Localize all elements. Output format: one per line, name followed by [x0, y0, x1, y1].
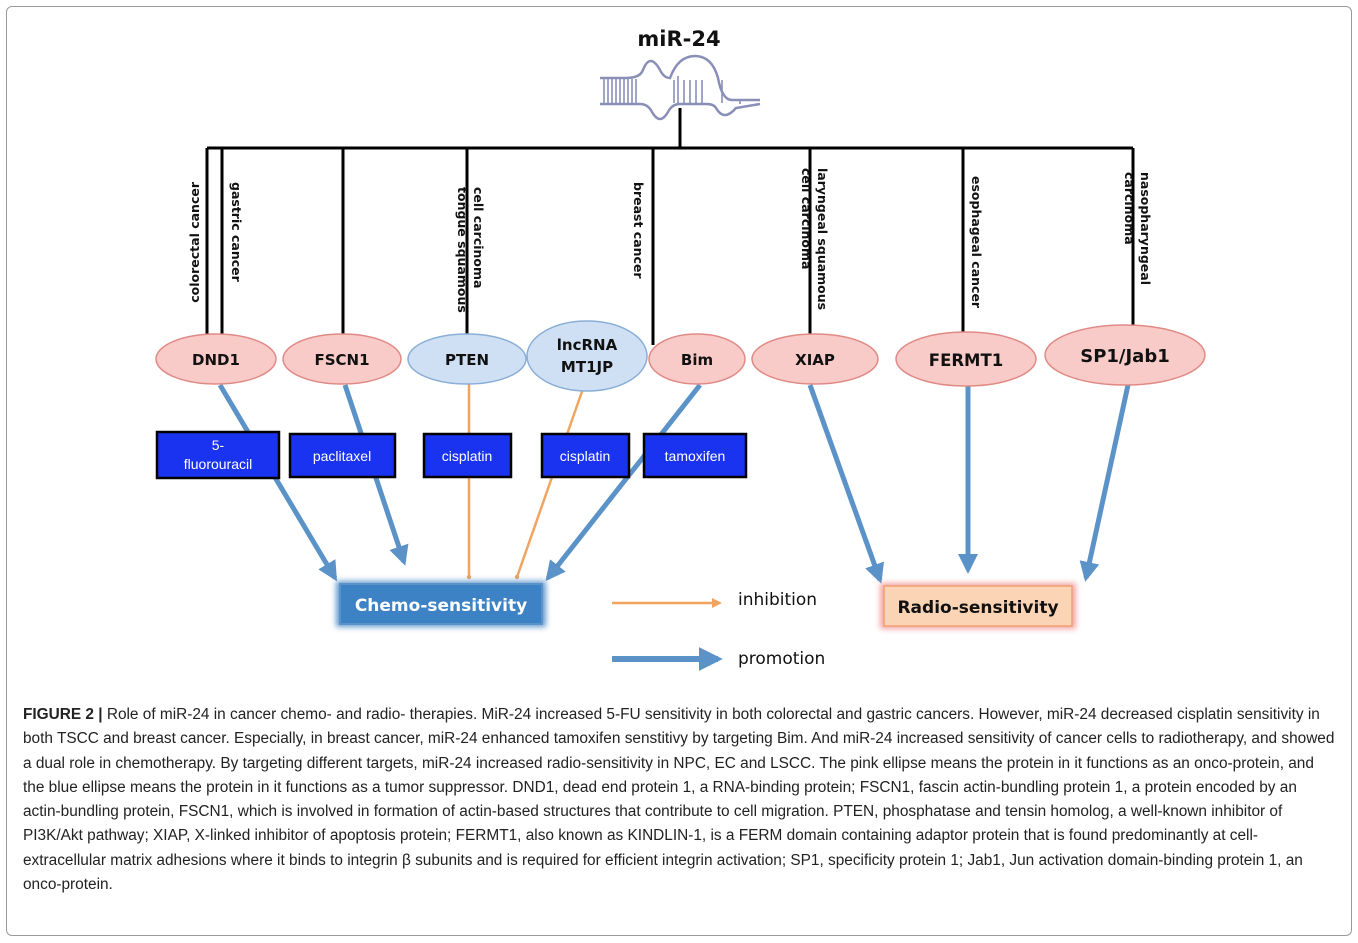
legend-promotion-label: promotion — [738, 649, 825, 669]
figure-caption: FIGURE 2 | Role of miR-24 in cancer chem… — [23, 703, 1335, 897]
inhibit-lncrna-chemo — [514, 382, 587, 580]
arrow-xiap-radio — [807, 384, 885, 584]
target-dnd1-label: DND1 — [192, 351, 240, 369]
cancer-label-naso-line1: nasopharyngeal — [1138, 172, 1153, 285]
drug-cisplatin-b-label: cisplatin — [560, 448, 611, 464]
mirna-hairpin-icon — [600, 54, 761, 121]
target-fscn1: FSCN1 — [282, 333, 402, 385]
drug-cisplatin-b: cisplatin — [540, 432, 631, 479]
diagram: miR-24 colorectal cancer gastric — [155, 27, 1206, 671]
target-lncrna-label-line2: MT1JP — [561, 358, 613, 376]
drug-paclitaxel: paclitaxel — [288, 432, 397, 479]
cancer-label-naso-line2: carcinoma — [1122, 172, 1137, 245]
target-bim: Bim — [648, 333, 746, 385]
inhibition-lines — [466, 382, 587, 580]
figure-caption-text: Role of miR-24 in cancer chemo- and radi… — [23, 706, 1335, 894]
figure-caption-label: FIGURE 2 | — [23, 706, 103, 723]
cancer-label-laryngeal-line2: cell carcinoma — [799, 168, 814, 269]
promotion-arrows — [217, 383, 1131, 584]
arrow-dnd1-chemo — [217, 383, 338, 582]
target-bim-label: Bim — [681, 351, 713, 369]
target-pten: PTEN — [407, 333, 527, 385]
outcome-chemo-label: Chemo-sensitivity — [355, 596, 527, 616]
target-dnd1: DND1 — [155, 333, 277, 385]
tree-connectors — [205, 108, 1135, 345]
arrow-sp1jab1-radio — [1079, 384, 1131, 582]
cancer-label-tongue-line2: cell carcinoma — [471, 187, 486, 288]
target-sp1jab1-label: SP1/Jab1 — [1080, 346, 1170, 367]
drug-5-fluorouracil: 5- fluorouracil — [155, 430, 281, 480]
target-sp1jab1: SP1/Jab1 — [1044, 324, 1206, 386]
target-lncrna-mt1jp: lncRNA MT1JP — [526, 320, 648, 392]
target-xiap-label: XIAP — [795, 351, 835, 369]
title-mir24: miR-24 — [637, 27, 720, 51]
figure-frame — [6, 6, 1352, 936]
target-pten-label: PTEN — [445, 351, 489, 369]
cancer-label-tongue-line1: tongue squamous — [455, 187, 470, 313]
cancer-label-esophageal: esophageal cancer — [969, 176, 984, 309]
cancer-label-gastric: gastric cancer — [229, 182, 244, 283]
outcome-chemo-sensitivity: Chemo-sensitivity — [336, 581, 546, 627]
arrow-bim-chemo — [545, 383, 702, 582]
drug-5fu-line1: 5- — [212, 437, 225, 453]
drug-5fu-line2: fluorouracil — [184, 456, 252, 472]
outcome-radio-sensitivity: Radio-sensitivity — [880, 583, 1076, 629]
drug-cisplatin-a-label: cisplatin — [442, 448, 493, 464]
cancer-label-breast: breast cancer — [631, 182, 646, 279]
target-fermt1: FERMT1 — [895, 331, 1037, 387]
target-xiap: XIAP — [751, 333, 879, 385]
drug-tamoxifen: tamoxifen — [642, 432, 748, 479]
target-fscn1-label: FSCN1 — [314, 351, 369, 369]
legend-inhibition-label: inhibition — [738, 590, 817, 610]
target-lncrna-label-line1: lncRNA — [557, 336, 618, 354]
outcome-radio-label: Radio-sensitivity — [897, 598, 1058, 618]
drug-paclitaxel-label: paclitaxel — [313, 448, 371, 464]
drug-tamoxifen-label: tamoxifen — [665, 448, 726, 464]
cancer-label-laryngeal-line1: laryngeal squamous — [815, 168, 830, 310]
drug-cisplatin-a: cisplatin — [422, 432, 513, 479]
legend: inhibition promotion — [612, 590, 825, 671]
cancer-label-colorectal: colorectal cancer — [187, 181, 202, 303]
target-fermt1-label: FERMT1 — [929, 351, 1003, 370]
